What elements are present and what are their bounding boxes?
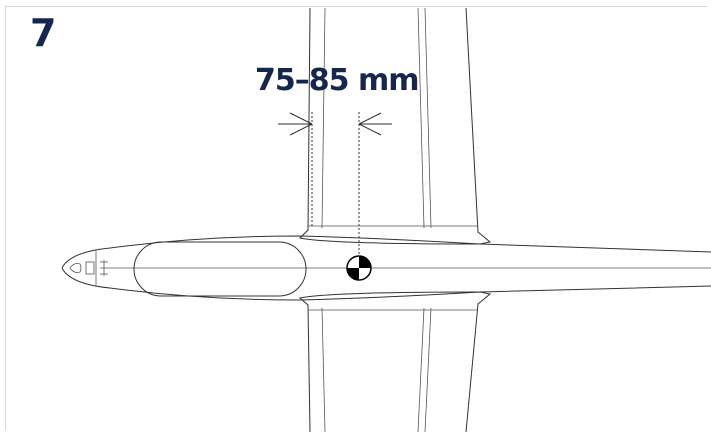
lower-wing (298, 291, 492, 432)
cg-marker (346, 255, 372, 281)
canopy (133, 241, 307, 297)
dimension-lines (278, 112, 392, 256)
upper-wing (298, 7, 492, 245)
step-number: 7 (30, 11, 56, 55)
fuselage (61, 235, 711, 301)
cg-dimension-label: 75–85 mm (255, 63, 419, 98)
panel-frame (5, 6, 707, 430)
nose-hook (85, 261, 95, 275)
